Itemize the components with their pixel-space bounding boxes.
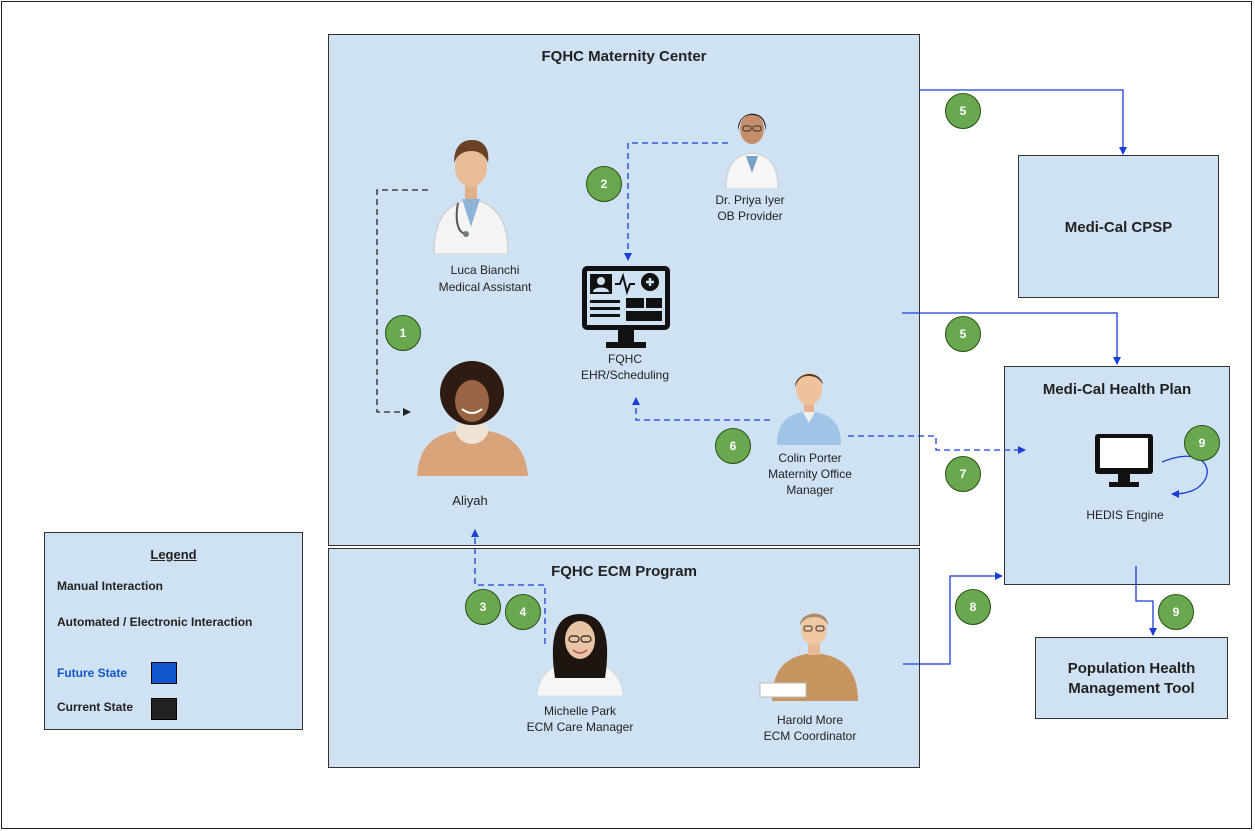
pop-health-title-line2: Management Tool — [1068, 680, 1195, 697]
pop-health-title-line1: Population Health — [1067, 660, 1196, 677]
michelle-name-label: Michelle Park — [543, 704, 617, 718]
maternity-center-title: FQHC Maternity Center — [541, 48, 707, 65]
colin-role-label-line1: Maternity Office — [768, 467, 852, 481]
flow-line-9 — [1135, 566, 1157, 636]
ecm-program-title: FQHC ECM Program — [551, 563, 697, 580]
luca-name-label: Luca Bianchi — [450, 263, 520, 277]
michelle-avatar — [536, 614, 624, 696]
harold-name-label: Harold More — [776, 713, 844, 727]
ehr-label-line2: EHR/Scheduling — [580, 368, 670, 382]
legend-future-swatch — [151, 662, 177, 684]
health-plan-title: Medi-Cal Health Plan — [1042, 381, 1192, 398]
legend-future-label: Future State — [57, 666, 128, 680]
step-badge-7: 7 — [945, 456, 981, 492]
legend-manual-label: Manual Interaction — [57, 579, 164, 593]
hedis-monitor-icon — [1095, 434, 1153, 487]
step-badge-5-cpsp: 5 — [945, 93, 981, 129]
step-badge-2: 2 — [586, 166, 622, 202]
harold-role-label: ECM Coordinator — [763, 729, 857, 743]
legend-current-swatch — [151, 698, 177, 720]
step-badge-9-hedis: 9 — [1184, 425, 1220, 461]
flow-line-5-plan — [902, 312, 1121, 365]
ehr-computer-icon — [582, 266, 670, 348]
cpsp-title: Medi-Cal CPSP — [1064, 219, 1173, 236]
priya-role-label: OB Provider — [717, 209, 783, 223]
flow-line-8 — [903, 572, 1003, 665]
aliyah-avatar — [417, 361, 528, 476]
legend-title: Legend — [150, 547, 197, 562]
step-badge-9-pop: 9 — [1158, 594, 1194, 630]
priya-name-label: Dr. Priya Iyer — [715, 193, 785, 207]
ehr-label-line1: FQHC — [608, 352, 642, 366]
hedis-engine-label: HEDIS Engine — [1086, 508, 1164, 522]
legend-automated-label: Automated / Electronic Interaction — [57, 615, 253, 629]
priya-avatar — [725, 113, 779, 189]
step-badge-5-plan: 5 — [945, 316, 981, 352]
health-plan-box: Medi-Cal Health Plan — [1004, 366, 1230, 585]
colin-avatar — [777, 373, 841, 445]
step-badge-4: 4 — [505, 594, 541, 630]
step-badge-3: 3 — [465, 589, 501, 625]
flow-line-7 — [848, 435, 1026, 454]
flow-line-9-loop — [1161, 455, 1208, 498]
colin-name-label: Colin Porter — [778, 451, 842, 465]
legend-current-label: Current State — [57, 700, 134, 714]
step-badge-6: 6 — [715, 428, 751, 464]
legend-box: Legend Manual Interaction Automated / El… — [44, 532, 303, 730]
step-badge-8: 8 — [955, 589, 991, 625]
flow-line-2 — [624, 142, 728, 261]
colin-role-label-line2: Manager — [786, 483, 834, 497]
luca-avatar — [433, 140, 509, 254]
luca-role-label: Medical Assistant — [438, 280, 532, 294]
cpsp-box: Medi-Cal CPSP — [1018, 155, 1219, 298]
step-badge-1: 1 — [385, 315, 421, 351]
harold-avatar — [759, 613, 858, 701]
pop-health-box: Population Health Management Tool — [1035, 637, 1228, 719]
flow-line-6 — [632, 397, 770, 421]
michelle-role-label: ECM Care Manager — [526, 720, 634, 734]
aliyah-name-label: Aliyah — [452, 493, 488, 508]
flow-line-3-4 — [471, 529, 546, 644]
flow-line-1 — [376, 189, 428, 416]
flow-line-5-cpsp — [920, 89, 1127, 155]
